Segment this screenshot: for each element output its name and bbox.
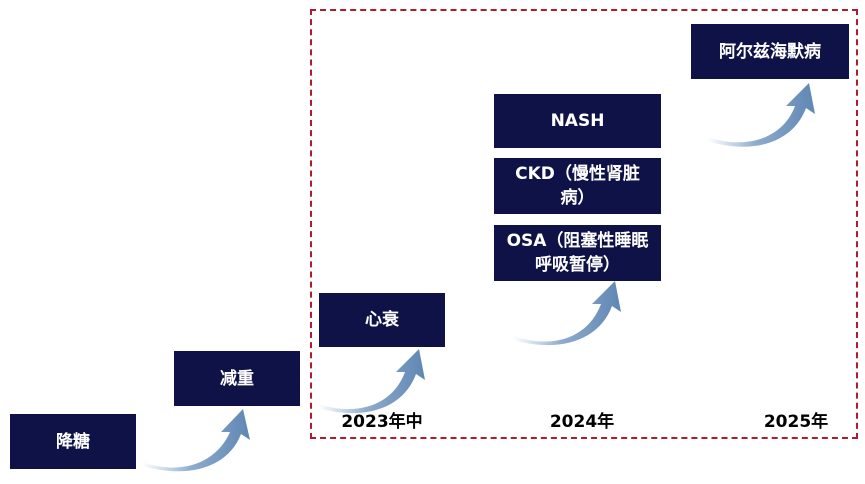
year-label-2025: 2025年	[763, 412, 829, 432]
stage-label: OSA（阻塞性睡眠呼吸暂停）	[506, 231, 649, 275]
stage-box-nash: NASH	[494, 94, 661, 148]
stage-label: 心衰	[365, 310, 399, 330]
stage-box-osa: OSA（阻塞性睡眠呼吸暂停）	[494, 225, 661, 281]
stage-label: 减重	[220, 368, 254, 389]
stage-box-alzheimers: 阿尔兹海默病	[691, 24, 849, 79]
year-label-2023: 2023年中	[341, 412, 423, 432]
stage-label: 阿尔兹海默病	[719, 41, 821, 62]
stage-box-glucose-lowering: 降糖	[10, 414, 136, 469]
arrow-icon	[318, 349, 425, 414]
year-label-2024: 2024年	[549, 412, 615, 432]
stage-box-weight-loss: 减重	[174, 351, 300, 406]
arrow-icon	[513, 281, 621, 346]
stage-label: CKD（慢性肾脏病）	[515, 164, 640, 208]
stage-label: NASH	[550, 111, 605, 131]
stage-label: 降糖	[56, 431, 90, 452]
arrow-icon	[707, 83, 815, 147]
stage-box-ckd: CKD（慢性肾脏病）	[494, 158, 661, 214]
future-indications-frame	[310, 9, 858, 439]
arrow-icon	[142, 409, 250, 472]
stage-box-heart-failure: 心衰	[319, 293, 445, 347]
